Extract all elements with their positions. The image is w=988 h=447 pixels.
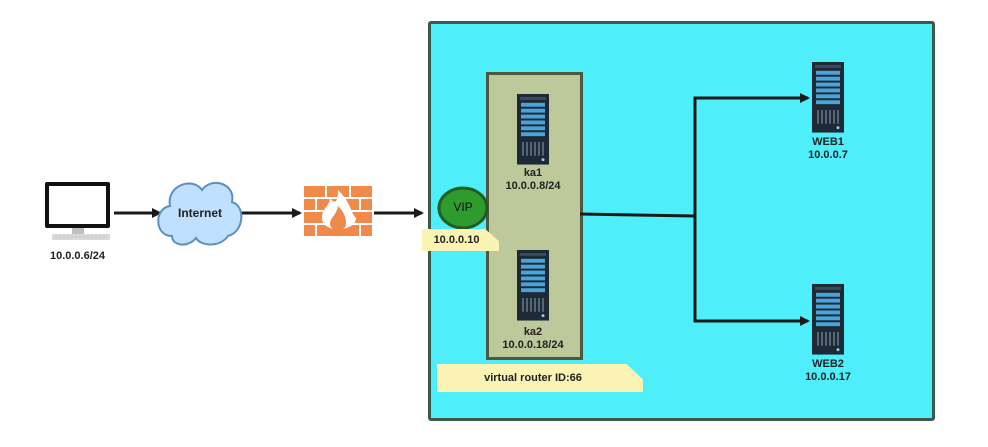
web2-name-label: WEB2 <box>812 358 844 370</box>
cloud-icon <box>157 181 243 246</box>
ka2-name-label: ka2 <box>523 326 543 338</box>
hub-to-web2-arrow <box>693 216 810 326</box>
server-icon-ka1 <box>517 94 549 165</box>
server-icon-ka2 <box>517 250 549 321</box>
hub-to-web1-arrow <box>693 93 810 216</box>
vip-address-text: 10.0.0.10 <box>433 234 480 246</box>
firewall-icon <box>304 186 372 236</box>
vip-label: VIP <box>453 200 473 214</box>
ka1-ip-label: 10.0.0.8/24 <box>505 180 561 192</box>
vip-circle <box>437 186 489 230</box>
vip-address-note: 10.0.0.10 <box>422 229 499 251</box>
web1-ip-label: 10.0.0.7 <box>808 149 848 161</box>
server-icon-web1 <box>812 62 844 133</box>
ka1-name-label: ka1 <box>523 167 543 179</box>
cluster-to-hub-line <box>579 212 696 218</box>
virtual-router-note: virtual router ID:66 <box>437 364 643 392</box>
internet-label: Internet <box>177 206 222 220</box>
desktop-monitor-icon <box>45 182 110 240</box>
client-ip-label: 10.0.0.6/24 <box>49 250 106 262</box>
ka2-ip-label: 10.0.0.18/24 <box>502 339 564 351</box>
server-icon-web2 <box>812 284 844 355</box>
virtual-router-text: virtual router ID:66 <box>484 372 582 384</box>
web2-ip-label: 10.0.0.17 <box>805 371 851 383</box>
web1-name-label: WEB1 <box>812 136 844 148</box>
